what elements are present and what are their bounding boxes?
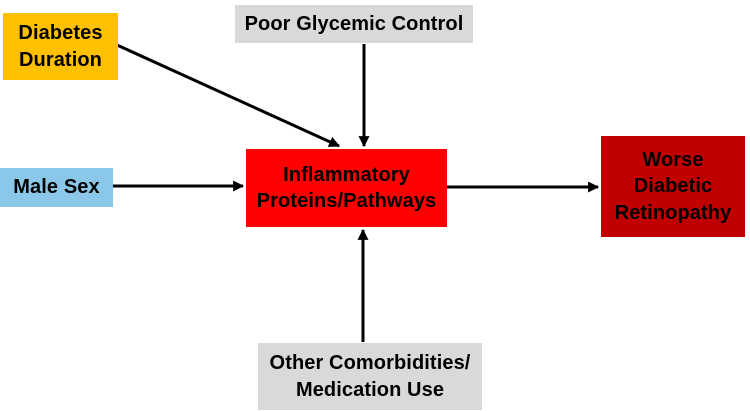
node-poor-glycemic-control: Poor Glycemic Control [235,5,473,43]
node-poor-glycemic-control-label: Poor Glycemic Control [244,12,464,35]
node-male-sex-label: Male Sex [13,176,100,199]
node-diabetes-duration: Diabetes Duration [3,13,118,80]
node-inflammatory-proteins: Inflammatory Proteins/Pathways [246,149,447,227]
node-other-comorbidities: Other Comorbidities/ Medication Use [258,343,482,410]
node-male-sex: Male Sex [0,168,113,207]
node-other-comorbidities-label: Other Comorbidities/ Medication Use [269,352,471,401]
arrow-diabetes-duration-to-inflammatory [116,43,341,148]
node-worse-diabetic-retinopathy-label: Worse Diabetic Retinopathy [614,148,732,224]
node-diabetes-duration-label: Diabetes Duration [18,22,103,71]
node-inflammatory-proteins-label: Inflammatory Proteins/Pathways [256,163,437,212]
node-worse-diabetic-retinopathy: Worse Diabetic Retinopathy [601,136,745,237]
